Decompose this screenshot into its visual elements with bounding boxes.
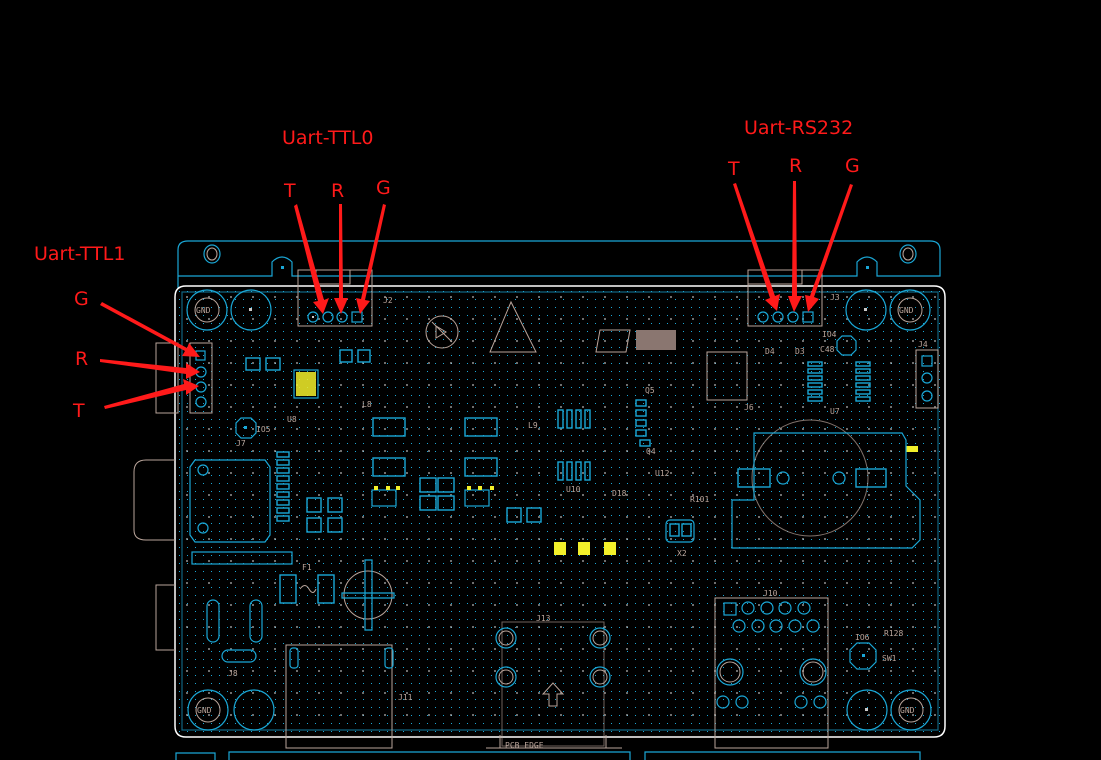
svg-text:J11: J11 <box>398 693 413 702</box>
uart-ttl0-label: Uart-TTL0 <box>282 127 374 149</box>
connector-j4: J4 <box>915 340 939 409</box>
bottom-breakaway-rail <box>175 751 921 760</box>
board-outline <box>174 285 946 738</box>
svg-text:L9: L9 <box>528 421 538 430</box>
power-stages: L8 L9 <box>306 400 542 533</box>
logo-marks <box>425 300 676 353</box>
svg-text:IO6: IO6 <box>855 633 870 642</box>
uart-ttl0-pin-t: T <box>284 180 296 202</box>
svg-text:GND: GND <box>197 706 212 715</box>
uart-ttl1-pin-r: R <box>75 348 89 370</box>
io5: IO5 <box>235 417 271 439</box>
top-breakaway-rail <box>177 240 941 288</box>
connector-j11: J11 <box>285 644 413 749</box>
svg-text:U7: U7 <box>830 407 840 416</box>
uart-ttl0-pin-r: R <box>331 180 345 202</box>
svg-text:J2: J2 <box>383 296 393 305</box>
svg-text:R101: R101 <box>690 495 709 504</box>
uart-ttl0-pin-g: G <box>376 177 391 199</box>
uart-ttl1-pin-t: T <box>73 400 85 422</box>
mounting-holes: GND GND GND GND <box>186 289 932 731</box>
highlighted-parts <box>554 446 918 555</box>
chip-u8: U8 <box>245 349 371 424</box>
svg-text:J10: J10 <box>763 589 778 598</box>
chip-u7: U7 C48 <box>807 335 871 416</box>
svg-text:J13: J13 <box>536 614 551 623</box>
svg-text:F1: F1 <box>302 563 312 572</box>
pcb-edge-label: PCB EDGE <box>505 741 544 750</box>
svg-text:U10: U10 <box>566 485 581 494</box>
svg-text:Q4: Q4 <box>646 447 656 456</box>
svg-text:J4: J4 <box>918 340 928 349</box>
uart-rs232-pin-g: G <box>845 155 860 177</box>
connector-j6: J6 <box>706 351 754 412</box>
chip-u10: U10 <box>557 409 591 494</box>
svg-text:J6: J6 <box>744 403 754 412</box>
uart-rs232-pin-r: R <box>789 155 803 177</box>
uart-ttl1-label: Uart-TTL1 <box>34 243 126 265</box>
transistors-q4-q5: Q5 Q4 U12 <box>635 386 670 478</box>
fuse-f1: F1 <box>279 559 395 631</box>
svg-text:J8: J8 <box>228 669 238 678</box>
svg-text:L8: L8 <box>362 400 372 409</box>
pcb-board <box>174 285 946 738</box>
svg-text:GND: GND <box>899 306 914 315</box>
uart-rs232-label: Uart-RS232 <box>744 117 854 139</box>
svg-text:X2: X2 <box>677 549 687 558</box>
svg-text:Q5: Q5 <box>645 386 655 395</box>
crystal-x2: X2 R101 D18 <box>612 489 709 558</box>
svg-text:GND: GND <box>900 706 915 715</box>
connector-j13: J13 PCB EDGE <box>486 614 622 750</box>
svg-text:SW1: SW1 <box>882 654 897 663</box>
svg-text:U12: U12 <box>655 469 670 478</box>
uart-rs232-pin-t: T <box>728 158 740 180</box>
svg-text:D4: D4 <box>765 347 775 356</box>
svg-text:C48: C48 <box>820 345 835 354</box>
svg-text:IO4: IO4 <box>822 330 837 339</box>
svg-text:J3: J3 <box>830 293 840 302</box>
module-j7: J7 <box>189 439 293 565</box>
svg-text:D3: D3 <box>795 347 805 356</box>
connector-j10: J10 <box>714 589 829 749</box>
svg-text:U8: U8 <box>287 415 297 424</box>
svg-text:IO5: IO5 <box>256 425 271 434</box>
side-connectors: J8 <box>133 459 263 678</box>
svg-text:R128: R128 <box>884 629 903 638</box>
svg-text:GND: GND <box>196 306 211 315</box>
uart-ttl1-pin-g: G <box>74 288 89 310</box>
io6-sw1: IO6 SW1 R128 <box>849 629 903 670</box>
coin-cell-battery <box>731 419 921 549</box>
svg-text:D18: D18 <box>612 489 627 498</box>
svg-text:J7: J7 <box>236 439 246 448</box>
